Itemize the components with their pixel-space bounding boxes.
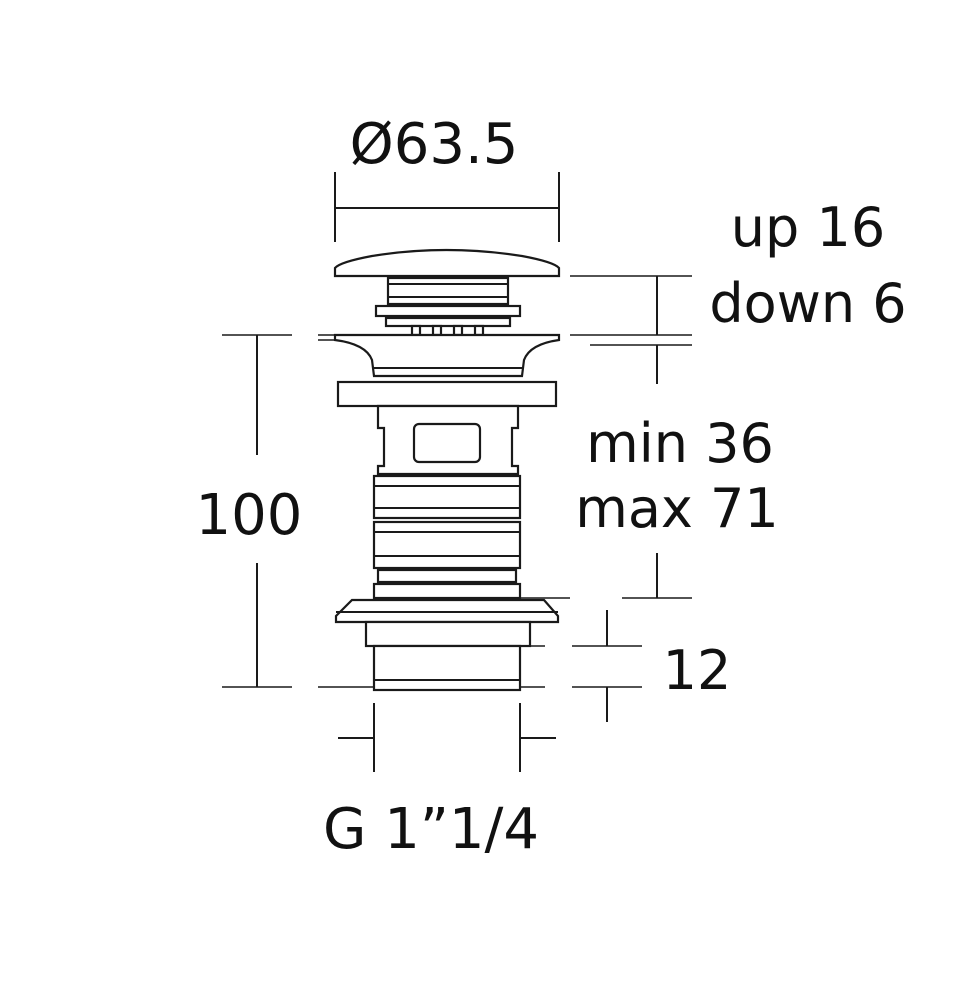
adjust-range-dimension: min 36 max 71 [575,412,779,599]
total-height-label: 100 [196,483,303,548]
flange-height-dimension: 12 [572,610,731,722]
overflow-slot [412,422,482,464]
thread-label: G 1”1/4 [323,797,539,862]
travel-down-label: down 6 [709,272,906,335]
adjust-max-label: max 71 [575,477,779,540]
cap-diameter-label: Ø63.5 [350,112,519,177]
thread-band-1 [372,474,522,520]
tail-thread [372,644,522,692]
thread-dimension: G 1”1/4 [323,703,556,862]
tail-collar [364,620,532,648]
thread-band-4 [372,582,522,600]
thread-band-2 [372,520,522,570]
travel-dimension: up 16 down 6 [570,196,907,384]
travel-up-label: up 16 [731,196,885,259]
adjust-min-label: min 36 [586,412,774,475]
top-flange [333,333,561,378]
cap [333,248,561,278]
thread-band-3 [376,568,518,584]
clamp-plate [336,380,558,408]
flange-height-label: 12 [663,639,732,702]
cap-diameter-dimension: Ø63.5 [334,112,560,242]
waste-body [333,248,561,692]
stem-pins [410,324,485,337]
seal-ring-lower [384,316,512,328]
seal-ring [374,304,522,318]
total-height-dimension: 100 [196,334,303,688]
cap-stem [386,276,510,306]
